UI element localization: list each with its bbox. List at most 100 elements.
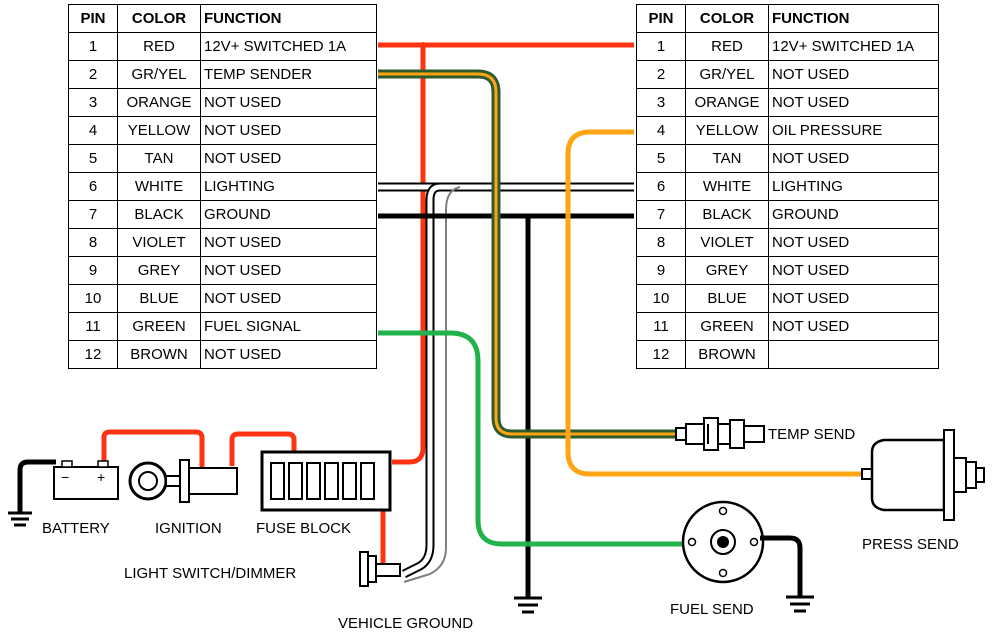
function-cell: NOT USED (768, 88, 939, 117)
function-cell: NOT USED (200, 116, 377, 145)
light-switch-symbol (359, 551, 401, 587)
pin-cell: 12 (636, 340, 686, 369)
ignition-symbol (128, 459, 238, 503)
pin-cell: 3 (636, 88, 686, 117)
color-cell: GR/YEL (117, 60, 201, 89)
ignition-label: IGNITION (155, 520, 222, 537)
header-color: COLOR (685, 4, 769, 33)
function-cell: 12V+ SWITCHED 1A (200, 32, 377, 61)
pin-cell: 9 (68, 256, 118, 285)
oil-pressure-wire (565, 129, 866, 477)
battery-ground-symbol (8, 511, 32, 527)
function-cell: OIL PRESSURE (768, 116, 939, 145)
color-cell: GREY (117, 256, 201, 285)
battery-minus-sign: − (61, 469, 69, 485)
pin-cell: 2 (636, 60, 686, 89)
color-cell: BROWN (117, 340, 201, 369)
color-cell: ORANGE (685, 88, 769, 117)
color-cell: RED (685, 32, 769, 61)
pin-cell: 7 (636, 200, 686, 229)
color-cell: TAN (685, 144, 769, 173)
press-send-label: PRESS SEND (862, 536, 959, 553)
function-cell: LIGHTING (768, 172, 939, 201)
function-cell: FUEL SIGNAL (200, 312, 377, 341)
battery-symbol (17, 459, 119, 513)
function-cell: NOT USED (200, 256, 377, 285)
battery-plus-sign: + (97, 469, 105, 485)
pin-cell: 6 (636, 172, 686, 201)
fuel-sender-symbol (681, 500, 803, 596)
color-cell: TAN (117, 144, 201, 173)
function-cell: NOT USED (768, 256, 939, 285)
function-cell: NOT USED (200, 340, 377, 369)
color-cell: BLACK (685, 200, 769, 229)
header-function: FUNCTION (200, 4, 377, 33)
color-cell: WHITE (685, 172, 769, 201)
black-ground-wire (378, 213, 634, 598)
fuel-ground-symbol (786, 595, 814, 613)
pin-cell: 8 (636, 228, 686, 257)
color-cell: BLUE (117, 284, 201, 313)
pin-cell: 2 (68, 60, 118, 89)
fuel-send-label: FUEL SEND (670, 601, 754, 618)
vehicle-ground-symbol (514, 596, 542, 614)
pin-cell: 11 (636, 312, 686, 341)
battery-label: BATTERY (42, 520, 110, 537)
pin-cell: 1 (636, 32, 686, 61)
header-pin: PIN (636, 4, 686, 33)
temp-sender-wire (378, 69, 676, 439)
color-cell: BROWN (685, 340, 769, 369)
table-header-row: PIN COLOR FUNCTION (68, 4, 377, 33)
function-cell: GROUND (768, 200, 939, 229)
color-cell: ORANGE (117, 88, 201, 117)
press-sender-symbol (861, 429, 985, 521)
function-cell: GROUND (200, 200, 377, 229)
white-lighting-wire (378, 182, 634, 583)
color-cell: GREEN (685, 312, 769, 341)
table-header-row: PIN COLOR FUNCTION (636, 4, 939, 33)
temp-sender-symbol (675, 417, 765, 451)
pin-cell: 7 (68, 200, 118, 229)
function-cell: NOT USED (768, 284, 939, 313)
function-cell: NOT USED (200, 144, 377, 173)
pin-cell: 5 (636, 144, 686, 173)
color-cell: VIOLET (685, 228, 769, 257)
function-cell: NOT USED (768, 60, 939, 89)
pin-cell: 9 (636, 256, 686, 285)
pin-cell: 8 (68, 228, 118, 257)
vehicle-ground-label: VEHICLE GROUND (338, 615, 474, 632)
pin-cell: 3 (68, 88, 118, 117)
pin-cell: 4 (636, 116, 686, 145)
function-cell (768, 340, 939, 369)
pin-cell: 10 (636, 284, 686, 313)
pin-cell: 4 (68, 116, 118, 145)
pin-cell: 10 (68, 284, 118, 313)
red-wire-drop (392, 45, 426, 465)
red-wire-battery-ignition (101, 429, 205, 470)
red-wire-ignition-fuse (229, 431, 297, 466)
function-cell: LIGHTING (200, 172, 377, 201)
color-cell: YELLOW (685, 116, 769, 145)
function-cell: NOT USED (768, 228, 939, 257)
function-cell: NOT USED (768, 312, 939, 341)
temp-send-label: TEMP SEND (768, 426, 856, 443)
